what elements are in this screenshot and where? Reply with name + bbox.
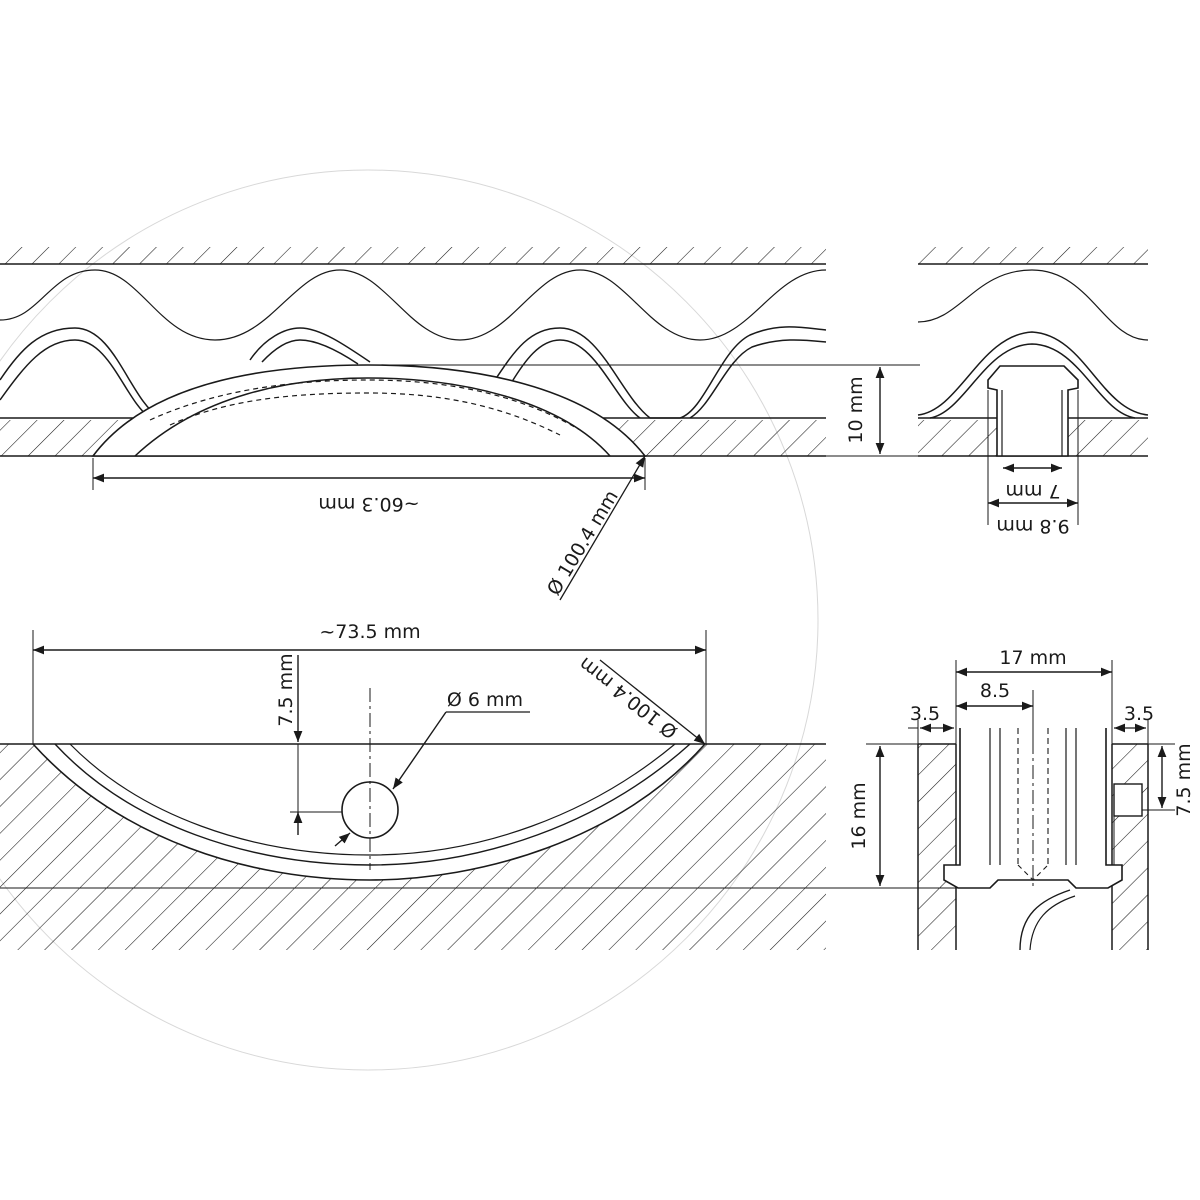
width-8-5-label: 8.5 — [980, 680, 1010, 702]
top-left-section — [0, 247, 920, 601]
slot-inner-label: 7 mm — [1005, 480, 1060, 502]
width-top-label: ~60.3 mm — [318, 493, 419, 515]
corrugated-wave-inner — [0, 339, 827, 419]
top-right-section — [917, 247, 1149, 525]
lens-inner — [134, 377, 611, 457]
inner-wave — [0, 269, 827, 341]
bowl-hatch — [0, 744, 826, 950]
width-17-label: 17 mm — [999, 647, 1066, 669]
diameter-bottom-leader — [599, 659, 706, 745]
width-bottom-label: ~73.5 mm — [319, 621, 420, 643]
diameter-bottom-label: Ø 100.4 mm — [575, 653, 682, 743]
diameter-top-label: Ø 100.4 mm — [543, 486, 623, 599]
right-3-5-label: 3.5 — [1124, 703, 1154, 725]
construction-circle — [0, 169, 819, 1071]
hole-diameter-label: Ø 6 mm — [447, 689, 523, 711]
hole-leader — [392, 711, 447, 790]
left-3-5-label: 3.5 — [910, 703, 940, 725]
top-board-hatch — [0, 247, 826, 264]
height-7-5-right-label: 7.5 mm — [1173, 743, 1195, 816]
height-top-label: 10 mm — [845, 376, 867, 443]
depth-bottom-label: 7.5 mm — [275, 653, 297, 726]
bottom-right-section — [0, 660, 1175, 951]
height-16-label: 16 mm — [848, 782, 870, 849]
bowl-inner-2 — [69, 743, 676, 856]
diameter-top-leader — [559, 455, 646, 601]
clip-profile — [987, 365, 1079, 457]
bowl-outer — [32, 743, 706, 881]
slot-outer-label: 9.8 mm — [996, 515, 1069, 537]
lens-dashed-2 — [169, 392, 561, 436]
bottom-left-section — [0, 630, 826, 950]
